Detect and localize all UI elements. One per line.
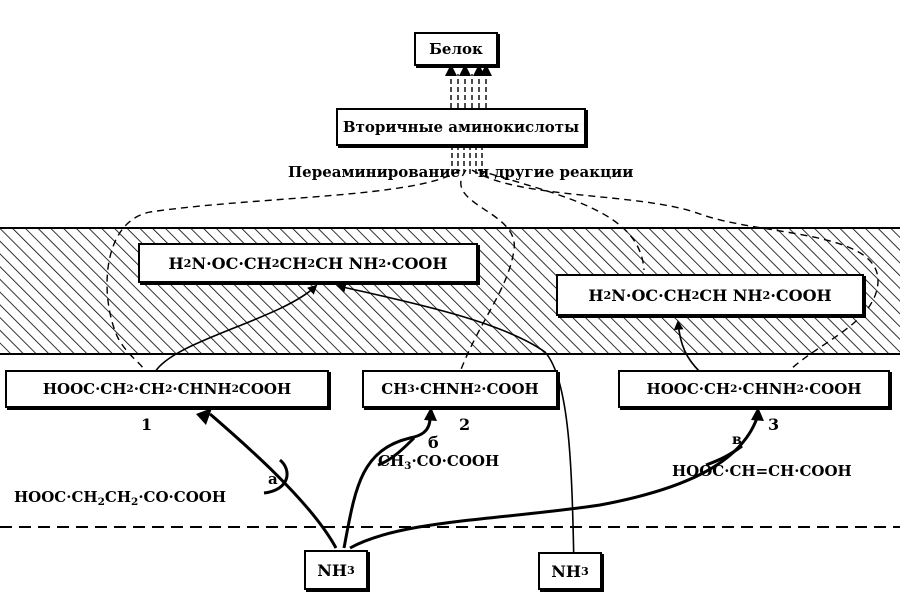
ketoglutarate-label: HOOC·CH2CH2·CO·COOH: [14, 488, 227, 509]
secondary-amino-acids-box: Вторичные аминокислоты: [336, 108, 586, 146]
label-letter-a: а: [268, 470, 278, 488]
label-number-2: 2: [459, 415, 471, 434]
reaction-label-left: Переаминирование: [288, 163, 461, 181]
dashed-pathways: [106, 169, 879, 373]
pyruvate-label: CH3·CO·COOH: [378, 452, 500, 473]
amide-arrows: [154, 283, 701, 569]
label-number-3: 3: [768, 415, 780, 434]
fumarate-label: HOOC·CH=CH·COOH: [672, 462, 852, 480]
protein-box: Белок: [414, 32, 498, 66]
label-letter-v: в: [732, 432, 742, 448]
arrowheads-amino: [196, 407, 764, 425]
reaction-label-right: и другие реакции: [478, 163, 634, 181]
ammonia-arrows: [209, 412, 759, 550]
label-letter-b: б: [428, 433, 439, 452]
label-number-1: 1: [141, 415, 153, 434]
to-protein-lines: [450, 74, 487, 174]
arrowheads-protein: [445, 64, 492, 76]
